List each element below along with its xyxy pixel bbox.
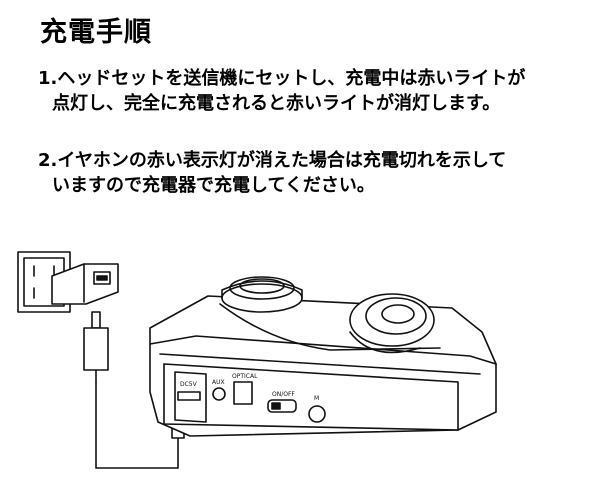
dc-port (177, 391, 201, 401)
aux-port-label: AUX (212, 379, 225, 386)
headset (219, 276, 441, 354)
page-title: 充電手順 (40, 17, 152, 48)
aux-port (212, 387, 226, 401)
step-1-line-1: 1.ヘッドセットを送信機にセットし、充電中は赤いライトが (38, 68, 526, 89)
charging-cable (95, 381, 179, 469)
step-2-line-1: 2.イヤホンの赤い表示灯が消えた場合は充電切れを示して (38, 150, 507, 171)
usb-plug-icon (83, 311, 109, 383)
usb-adapter-icon (51, 263, 119, 305)
transmitter-base (149, 295, 497, 437)
step-2-line-2: いますので充電器で充電してください。 (52, 175, 375, 196)
instruction-step-1: 1.ヘッドセットを送信機にセットし、充電中は赤いライトが 点灯し、完全に充電され… (38, 66, 525, 116)
instruction-step-2: 2.イヤホンの赤い表示灯が消えた場合は充電切れを示して いますので充電器で充電し… (38, 148, 506, 198)
optical-port-label: OPTICAL (232, 373, 258, 380)
optical-port (233, 381, 253, 405)
mode-button (308, 405, 326, 423)
power-switch (267, 399, 297, 413)
charging-illustration: DC5V AUX OPTICAL ON/OFF M (17, 251, 497, 469)
mode-button-label: M (314, 395, 319, 402)
power-switch-label: ON/OFF (272, 391, 295, 398)
step-1-line-2: 点灯し、完全に充電されると赤いライトが消灯します。 (52, 93, 501, 114)
dc-port-label: DC5V (180, 381, 198, 388)
